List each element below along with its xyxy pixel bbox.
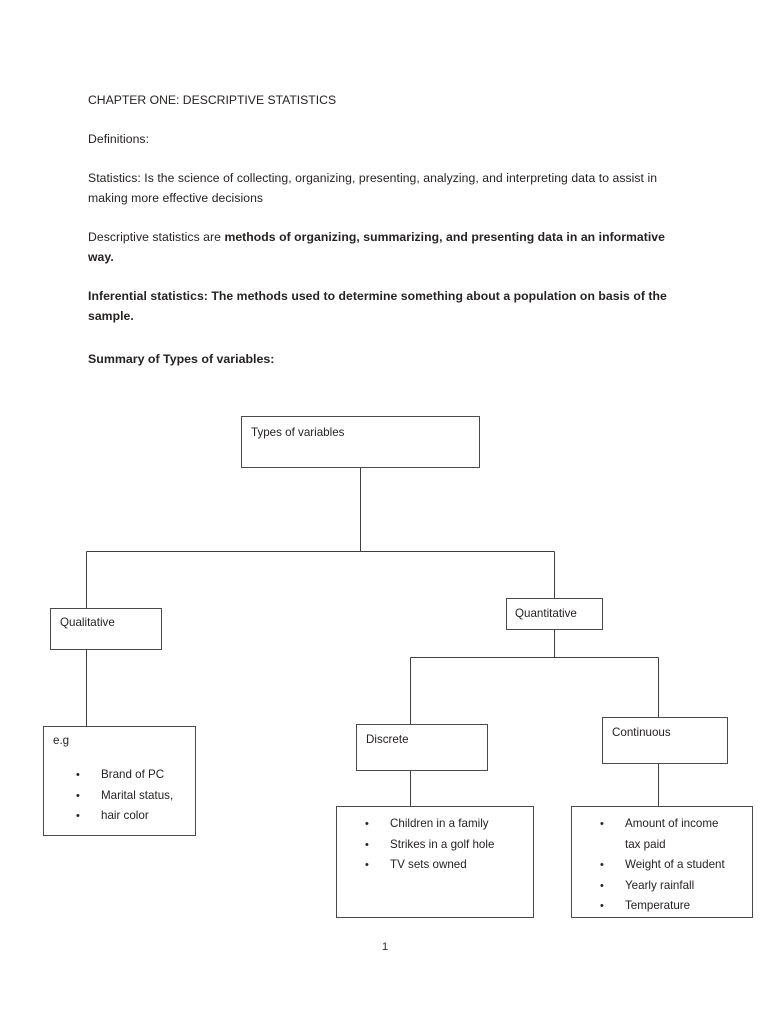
node-quantitative[interactable]: Quantitative (506, 598, 603, 630)
list-item: Brand of PC (76, 765, 173, 786)
list-item: Children in a family (365, 814, 494, 835)
node-discrete[interactable]: Discrete (356, 724, 488, 771)
paragraph-inferential: Inferential statistics: The methods used… (88, 286, 676, 326)
node-quantitative-label: Quantitative (515, 607, 577, 620)
page-number-value: 1 (381, 941, 389, 953)
list-item: Temperature (600, 896, 725, 917)
list-item: Weight of a student (600, 855, 725, 876)
node-qualitative[interactable]: Qualitative (50, 608, 162, 650)
node-qualitative-examples[interactable]: e.g Brand of PC Marital status,hair colo… (43, 726, 196, 836)
discrete-examples-list: Children in a familyStrikes in a golf ho… (365, 814, 494, 876)
definitions-label: Definitions: (88, 132, 150, 146)
descriptive-definition: methods of organizing, summarizing, and … (88, 230, 665, 264)
list-item: hair color (76, 806, 173, 827)
node-discrete-label: Discrete (366, 733, 409, 746)
summary-heading: Summary of Types of variables: (88, 352, 275, 366)
node-discrete-examples[interactable]: Children in a familyStrikes in a golf ho… (336, 806, 534, 918)
node-qualitative-label: Qualitative (60, 616, 115, 629)
continuous-examples-list: Amount of income tax paidWeight of a stu… (600, 814, 725, 917)
inferential-definition: Inferential statistics: The methods used… (88, 289, 667, 323)
paragraph-descriptive: Descriptive statistics are methods of or… (88, 227, 676, 267)
list-item: Amount of income tax paid (600, 814, 725, 855)
page-number: 1 (0, 941, 768, 953)
statistics-text: Statistics: Is the science of collecting… (88, 171, 658, 205)
list-item: Marital status, (76, 786, 173, 807)
qualitative-examples-list: Brand of PC Marital status,hair color (76, 765, 173, 827)
node-types-of-variables[interactable]: Types of variables (241, 416, 480, 468)
chapter-heading: CHAPTER ONE: DESCRIPTIVE STATISTICS (88, 93, 337, 107)
paragraph-statistics: Statistics: Is the science of collecting… (88, 168, 676, 208)
node-continuous[interactable]: Continuous (602, 717, 728, 764)
list-item: TV sets owned (365, 855, 494, 876)
node-types-of-variables-label: Types of variables (251, 426, 345, 439)
node-continuous-label: Continuous (612, 726, 671, 739)
list-item: Yearly rainfall (600, 876, 725, 897)
eg-label: e.g (53, 734, 70, 747)
list-item: Strikes in a golf hole (365, 835, 494, 856)
node-continuous-examples[interactable]: Amount of income tax paidWeight of a stu… (571, 806, 753, 918)
prose-block: CHAPTER ONE: DESCRIPTIVE STATISTICS Defi… (88, 90, 676, 345)
descriptive-lead-in: Descriptive statistics are (88, 230, 225, 244)
